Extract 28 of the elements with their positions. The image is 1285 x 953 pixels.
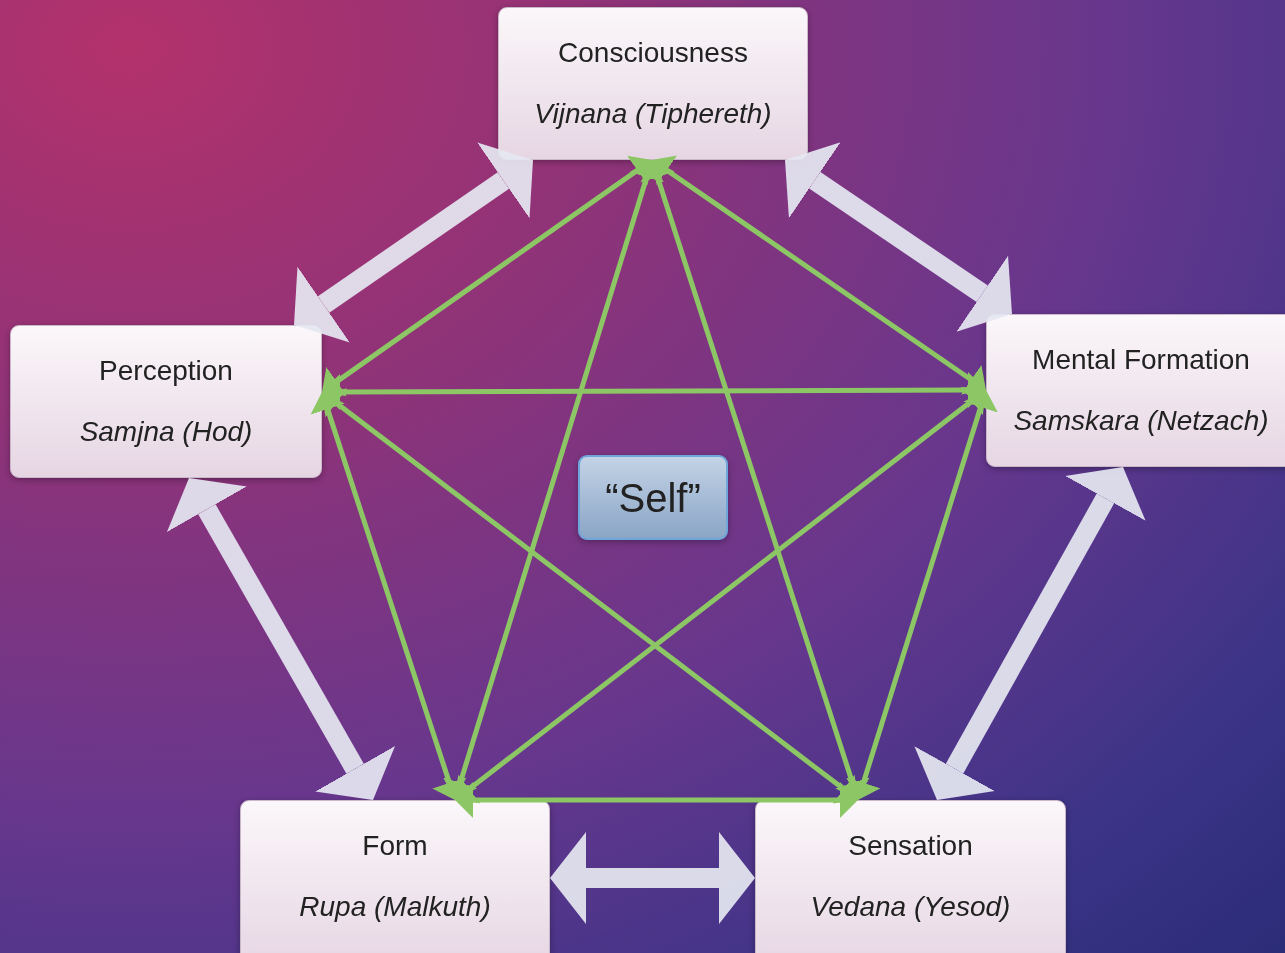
block-arrow xyxy=(914,467,1146,800)
aggregate-box xyxy=(10,325,322,478)
aggregate-box xyxy=(986,314,1285,467)
arrow xyxy=(846,390,998,800)
aggregate-box xyxy=(498,7,808,160)
aggregate-subtitle: Vedana (Yesod) xyxy=(810,891,1011,923)
aggregate-name: “Self” xyxy=(605,475,701,520)
arrow xyxy=(322,155,652,397)
aggregate-name: Sensation xyxy=(848,830,973,862)
aggregate-box xyxy=(240,800,550,953)
block-arrow xyxy=(166,478,396,800)
block-arrow xyxy=(294,142,533,343)
aggregate-name: Perception xyxy=(99,355,233,387)
aggregate-name: Mental Formation xyxy=(1032,344,1250,376)
aggregate-subtitle: Rupa (Malkuth) xyxy=(299,891,491,923)
arrow xyxy=(455,782,858,818)
aggregate-box xyxy=(755,800,1066,953)
aggregate-subtitle: Samskara (Netzach) xyxy=(1013,405,1269,437)
arrow xyxy=(322,372,986,410)
aggregate-subtitle: Vijnana (Tiphereth) xyxy=(534,98,772,130)
arrow xyxy=(310,392,467,800)
center-box xyxy=(578,455,728,540)
block-arrow xyxy=(785,142,1012,332)
aggregate-name: Form xyxy=(362,830,428,862)
aggregate-name: Consciousness xyxy=(558,37,748,69)
arrow xyxy=(652,155,986,395)
aggregate-subtitle: Samjna (Hod) xyxy=(79,416,253,448)
block-arrow xyxy=(550,832,755,924)
